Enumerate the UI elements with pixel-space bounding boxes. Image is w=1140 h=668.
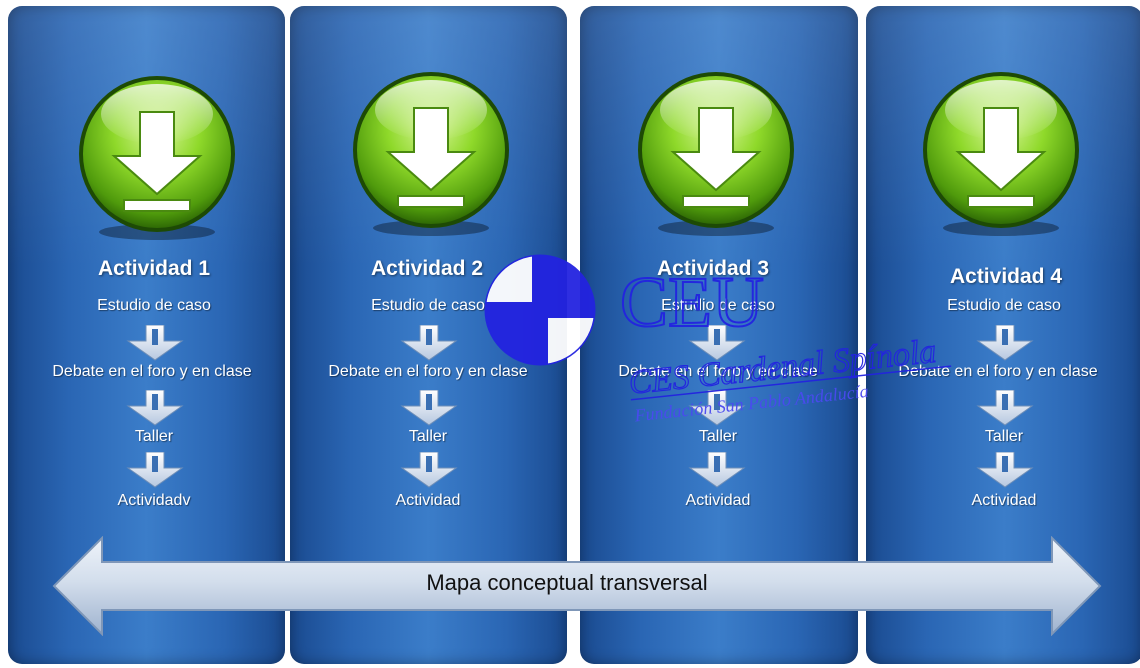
step-estudio-de-caso: Estudio de caso bbox=[371, 297, 485, 314]
arrow-down-icon bbox=[400, 325, 458, 361]
step-taller: Taller bbox=[698, 428, 738, 445]
step-actividad: Actividadv bbox=[117, 492, 191, 509]
step-estudio-de-caso: Estudio de caso bbox=[947, 297, 1061, 314]
step-estudio-de-caso: Estudio de caso bbox=[97, 297, 211, 314]
arrow-down-icon bbox=[400, 452, 458, 488]
arrow-down-icon bbox=[400, 390, 458, 426]
step-taller: Taller bbox=[134, 428, 174, 445]
transversal-map-label: Mapa conceptual transversal bbox=[426, 570, 708, 595]
activity-title-2: Actividad 2 bbox=[370, 257, 484, 280]
step-actividad: Actividad bbox=[971, 492, 1037, 509]
activity-title-1: Actividad 1 bbox=[97, 257, 211, 280]
arrow-down-icon bbox=[126, 390, 184, 426]
arrow-down-icon bbox=[688, 452, 746, 488]
arrow-down-icon bbox=[976, 452, 1034, 488]
download-icon bbox=[638, 72, 794, 236]
double-arrow-icon bbox=[52, 536, 1102, 636]
step-actividad: Actividad bbox=[685, 492, 751, 509]
activity-title-3: Actividad 3 bbox=[656, 257, 770, 280]
arrow-down-icon bbox=[688, 390, 746, 426]
activity-title-4: Actividad 4 bbox=[949, 265, 1063, 288]
step-actividad: Actividad bbox=[395, 492, 461, 509]
download-icon bbox=[923, 72, 1079, 236]
arrow-down-icon bbox=[126, 452, 184, 488]
step-debate: Debate en el foro y en clase bbox=[52, 363, 252, 380]
arrow-down-icon bbox=[688, 325, 746, 361]
arrow-down-icon bbox=[126, 325, 184, 361]
step-taller: Taller bbox=[984, 428, 1024, 445]
arrow-down-icon bbox=[976, 390, 1034, 426]
arrow-down-icon bbox=[976, 325, 1034, 361]
download-icon bbox=[79, 76, 235, 240]
step-debate: Debate en el foro y en clase bbox=[898, 363, 1098, 380]
step-debate: Debate en el foro y en clase bbox=[618, 363, 818, 380]
download-icon bbox=[353, 72, 509, 236]
step-taller: Taller bbox=[408, 428, 448, 445]
step-debate: Debate en el foro y en clase bbox=[328, 363, 528, 380]
step-estudio-de-caso: Estudio de caso bbox=[661, 297, 775, 314]
